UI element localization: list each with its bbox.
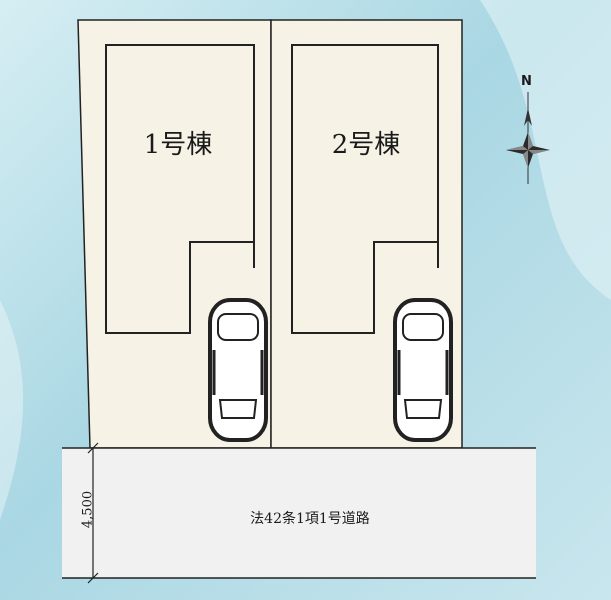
road-width-dimension-line [87,442,99,584]
building-2-label: 2号棟 [331,130,401,160]
building-1-footprint [105,44,255,334]
car-2-icon [393,298,453,442]
building-1-label: 1号棟 [143,130,213,160]
road-width-dimension-label: 4,500 [80,490,96,529]
compass-north-label: N [521,74,532,89]
road-label: 法42条1項1号道路 [250,511,370,527]
north-arrow-icon [506,92,550,184]
road [62,448,536,578]
car-1-icon [208,298,268,442]
building-2-footprint [291,44,439,334]
